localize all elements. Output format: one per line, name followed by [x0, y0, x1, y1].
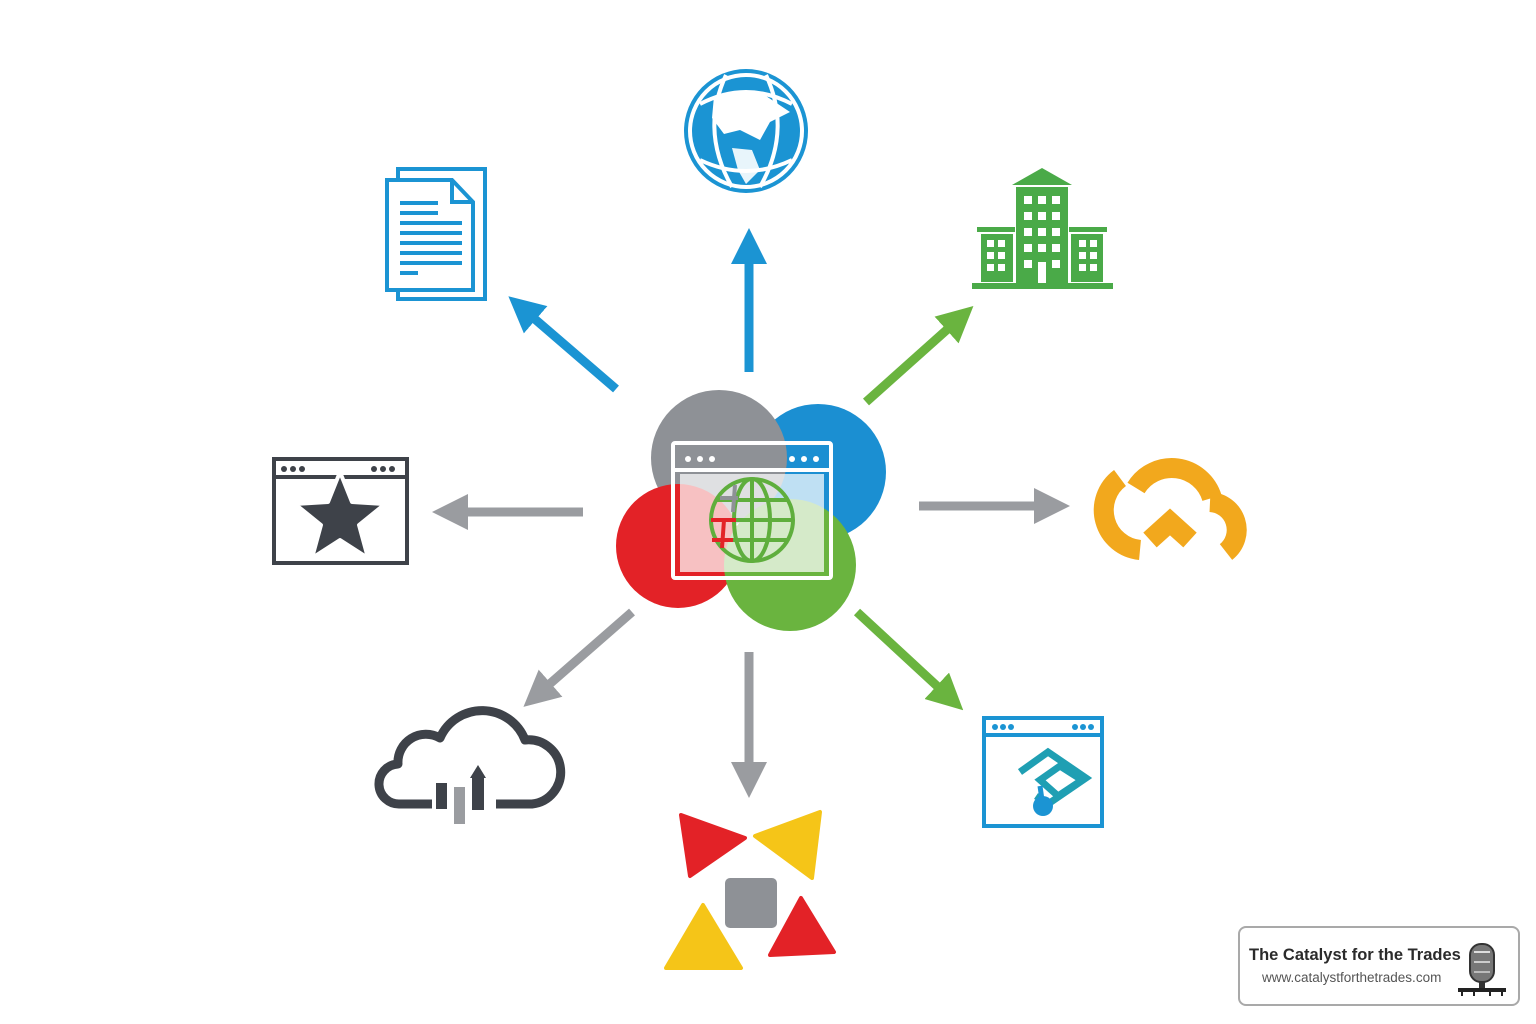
- arrow-down-left: [523, 608, 635, 707]
- browser-star-icon: [272, 457, 409, 565]
- microphone-icon: [1458, 943, 1506, 996]
- hub-globe-icon: [709, 477, 795, 563]
- center-hub: [616, 390, 886, 631]
- shapes-icon: [664, 810, 836, 970]
- building-icon: [972, 168, 1113, 289]
- brand-url: www.catalystforthetrades.com: [1262, 970, 1442, 985]
- arrows: [432, 228, 1070, 798]
- cloud-upload-chart-icon: [374, 706, 566, 824]
- cloud-network-icon: [1093, 458, 1247, 560]
- arrow-up-right: [863, 306, 974, 406]
- brand-badge: The Catalyst for the Trades www.catalyst…: [1238, 926, 1520, 1006]
- brand-title: The Catalyst for the Trades: [1249, 946, 1461, 964]
- arrow-down-right: [853, 608, 964, 711]
- browser-app-icon: [982, 716, 1104, 828]
- globe-icon: [684, 69, 808, 193]
- arrow-up-left: [508, 296, 619, 393]
- document-icon: [385, 167, 487, 301]
